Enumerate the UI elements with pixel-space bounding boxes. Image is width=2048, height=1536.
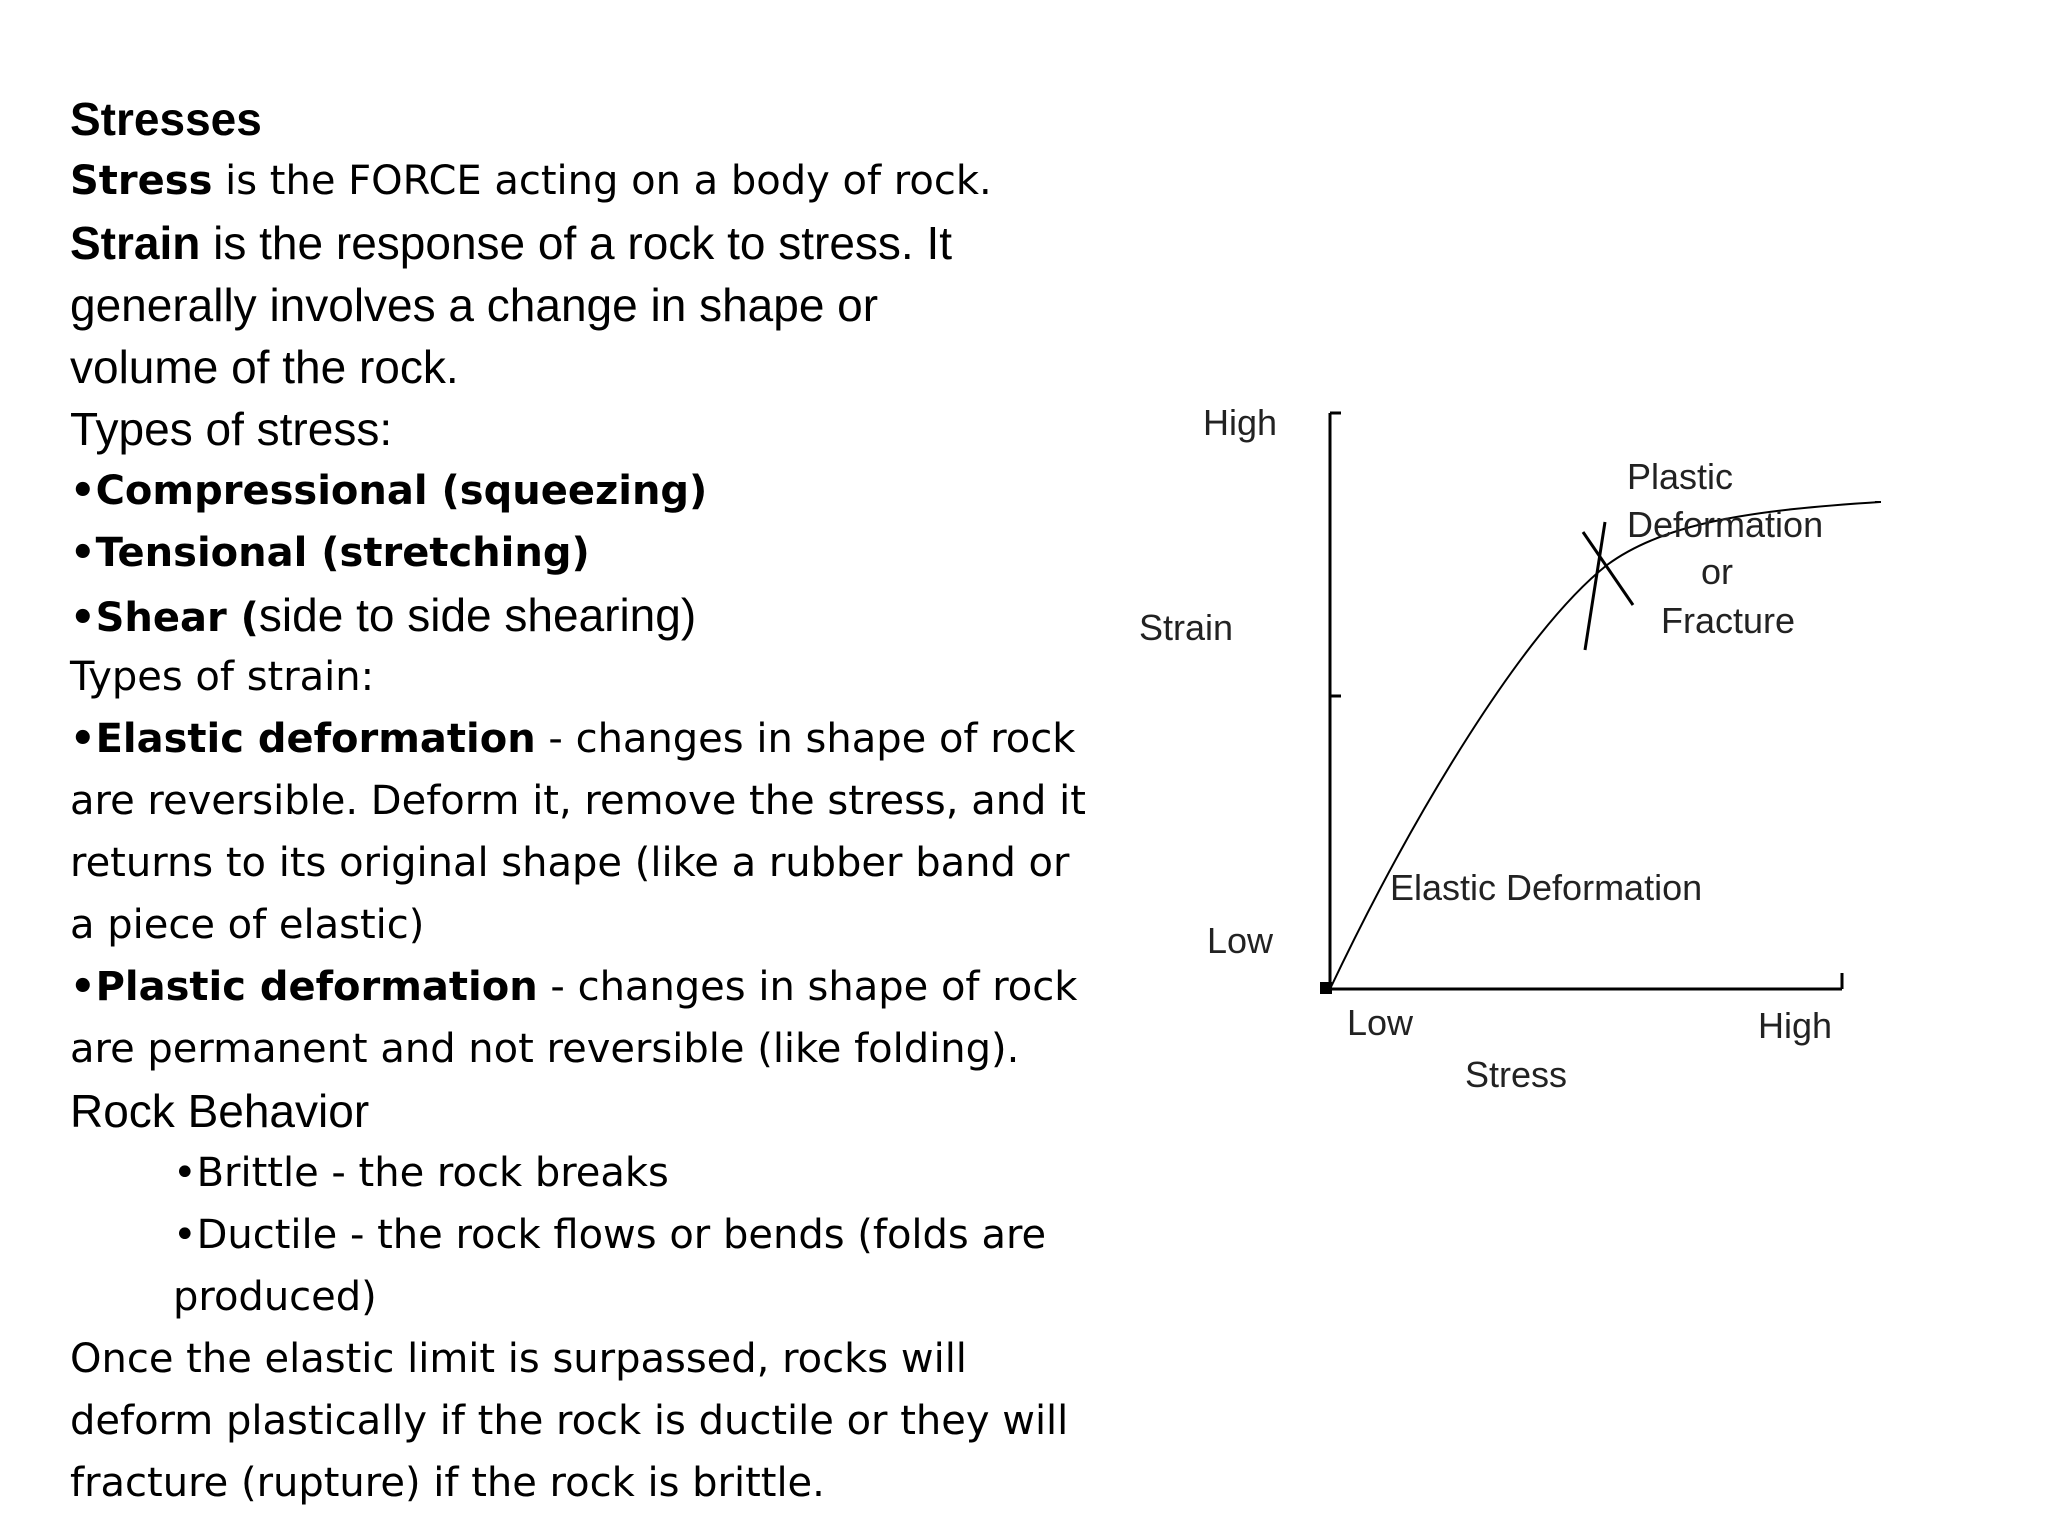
bullet-shear-term: Shear ( <box>95 595 259 641</box>
bullet-tensional-text: Tensional (stretching) <box>95 530 590 576</box>
bullet-brittle: •Brittle - the rock breaks <box>70 1142 1150 1204</box>
elastic-line-3: returns to its original shape (like a ru… <box>70 840 1070 886</box>
bullet-elastic: •Elastic deformation - changes in shape … <box>70 708 1150 770</box>
stress-strain-curve <box>1329 501 1881 990</box>
bullet-icon: • <box>70 716 96 762</box>
plastic-text: - changes in shape of rock <box>537 964 1078 1010</box>
stress-term: Stress <box>70 158 213 204</box>
elastic-line-4: a piece of elastic) <box>70 902 425 948</box>
strain-definition-line-2: generally involves a change in shape or <box>70 279 879 331</box>
bullet-plastic: •Plastic deformation - changes in shape … <box>70 956 1150 1018</box>
conclusion-line-3: fracture (rupture) if the rock is brittl… <box>70 1460 825 1506</box>
bullet-ductile: •Ductile - the rock flows or bends (fold… <box>70 1204 1150 1266</box>
x-axis-label: Stress <box>1465 1054 1567 1095</box>
rock-behavior-heading: Rock Behavior <box>70 1085 370 1137</box>
bullet-icon: • <box>70 530 96 576</box>
notes-text: Stresses Stress is the FORCE acting on a… <box>70 88 1150 1514</box>
stress-types-heading: Types of stress: <box>70 403 393 455</box>
y-low-label: Low <box>1207 920 1274 961</box>
plastic-label-line-1: Plastic <box>1627 456 1733 497</box>
ductile-line-2: produced) <box>173 1274 377 1320</box>
bullet-icon: • <box>173 1150 197 1196</box>
bullet-icon: • <box>70 595 96 641</box>
bullet-compressional: •Compressional (squeezing) <box>70 460 1150 522</box>
bullet-shear: •Shear (side to side shearing) <box>70 584 1150 646</box>
page-title: Stresses <box>70 93 262 145</box>
stress-strain-svg: High Strain Low Low High Stress Plastic … <box>1139 402 1882 1095</box>
strain-definition-text: is the response of a rock to stress. It <box>200 217 953 269</box>
stress-definition: Stress is the FORCE acting on a body of … <box>70 150 1150 212</box>
plastic-line-2: are permanent and not reversible (like f… <box>70 1026 1020 1072</box>
plastic-label-line-2: Deformation <box>1627 504 1823 545</box>
bullet-icon: • <box>173 1212 197 1258</box>
y-axis-label: Strain <box>1139 607 1233 648</box>
x-low-label: Low <box>1347 1002 1414 1043</box>
plastic-term: Plastic deformation <box>95 964 538 1010</box>
elastic-text: - changes in shape of rock <box>535 716 1076 762</box>
bullet-shear-text: side to side shearing) <box>258 589 697 641</box>
strain-types-heading: Types of strain: <box>70 654 375 700</box>
elastic-limit-x-stroke-2 <box>1583 521 1607 651</box>
bullet-icon: • <box>70 964 96 1010</box>
elastic-term: Elastic deformation <box>95 716 536 762</box>
bullet-tensional: •Tensional (stretching) <box>70 522 1150 584</box>
conclusion-line-2: deform plastically if the rock is ductil… <box>70 1398 1069 1444</box>
origin-marker <box>1320 982 1332 994</box>
conclusion-line-1: Once the elastic limit is surpassed, roc… <box>70 1336 967 1382</box>
bullet-brittle-text: Brittle - the rock breaks <box>196 1150 669 1196</box>
plastic-label-line-4: Fracture <box>1661 600 1795 641</box>
plastic-label-line-3: or <box>1701 551 1733 592</box>
strain-definition-line-1: Strain is the response of a rock to stre… <box>70 212 1150 274</box>
stress-strain-diagram: High Strain Low Low High Stress Plastic … <box>1125 390 1905 1110</box>
elastic-line-2: are reversible. Deform it, remove the st… <box>70 778 1086 824</box>
y-high-label: High <box>1203 402 1277 443</box>
bullet-icon: • <box>70 468 96 514</box>
strain-definition-line-3: volume of the rock. <box>70 341 459 393</box>
stress-definition-text: is the FORCE acting on a body of rock. <box>212 158 992 204</box>
elastic-limit-x-stroke-1 <box>1581 531 1635 606</box>
bullet-compressional-text: Compressional (squeezing) <box>95 468 708 514</box>
bullet-ductile-text: Ductile - the rock flows or bends (folds… <box>196 1212 1047 1258</box>
elastic-deformation-label: Elastic Deformation <box>1390 867 1702 908</box>
x-high-label: High <box>1758 1005 1832 1046</box>
strain-term: Strain <box>70 217 201 269</box>
